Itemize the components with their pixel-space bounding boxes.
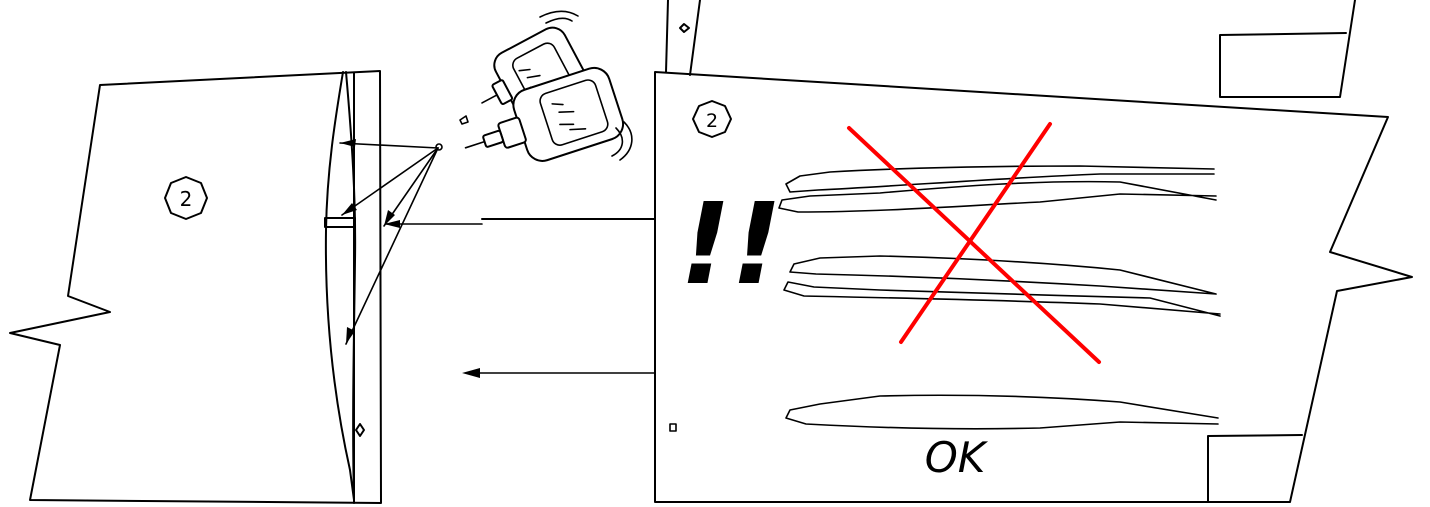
right-panel: 2 !! OK bbox=[654, 0, 1413, 503]
left-pin-marker bbox=[355, 423, 365, 437]
warning-text: !! bbox=[680, 180, 782, 310]
left-slot-marker bbox=[324, 217, 356, 228]
right-sheet bbox=[654, 71, 1413, 503]
bead-incorrect-2 bbox=[783, 255, 1221, 317]
bead-correct bbox=[785, 394, 1219, 430]
right-step-number: 2 bbox=[706, 110, 718, 132]
glue-groove bbox=[324, 71, 357, 501]
glue-bottle-icon bbox=[459, 10, 633, 162]
wrong-cross-icon bbox=[847, 122, 1101, 364]
connector-arrows bbox=[384, 218, 655, 378]
step-badge-icon: 2 bbox=[164, 176, 208, 220]
bead-incorrect-1 bbox=[778, 165, 1217, 213]
step-badge-icon: 2 bbox=[692, 100, 732, 138]
upper-piece bbox=[665, 0, 1356, 98]
left-step-number: 2 bbox=[180, 187, 193, 211]
left-sheet bbox=[9, 70, 382, 504]
glue-application-arrows bbox=[339, 139, 443, 345]
left-panel: 2 bbox=[9, 70, 443, 504]
ok-label: OK bbox=[925, 433, 989, 482]
